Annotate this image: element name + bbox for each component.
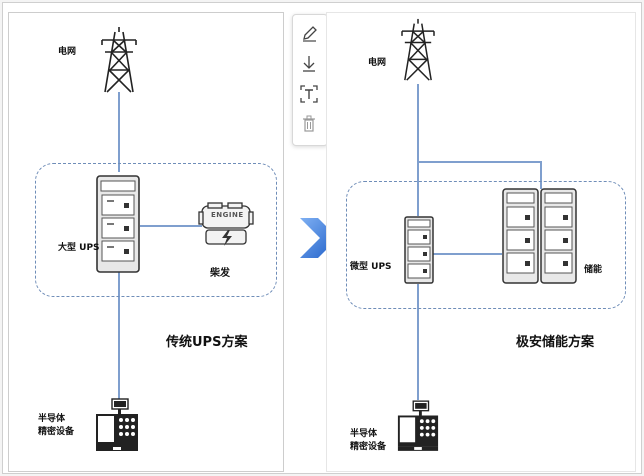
right-power-pylon-icon [398, 18, 438, 82]
traditional-ups-scheme-title: 传统UPS方案 [166, 335, 248, 350]
left-equipment-label-line1: 半导体 [38, 414, 66, 424]
diesel-generator-engine-icon: ENGINE [198, 202, 254, 250]
text-recognition-icon[interactable] [296, 82, 322, 106]
right-grid-to-bus-line [417, 84, 419, 162]
left-power-pylon-icon [98, 26, 140, 94]
micro-ups-cabinet-icon [404, 216, 434, 284]
engine-text: ENGINE [211, 211, 244, 219]
left-power-group-outline [35, 163, 277, 297]
right-bus-to-ups-line [417, 161, 419, 216]
left-precision-equipment-icon [94, 398, 140, 452]
delete-icon[interactable] [296, 112, 322, 136]
right-bus-to-storage-line [540, 161, 542, 189]
micro-ups-label: 微型 UPS [350, 262, 392, 272]
right-equipment-label-line2: 精密设备 [350, 442, 387, 452]
right-equipment-label-line1: 半导体 [350, 429, 378, 439]
left-ups-to-equipment-line [118, 272, 120, 402]
right-ups-to-storage-line [432, 253, 502, 255]
download-icon[interactable] [296, 52, 322, 76]
edit-icon[interactable] [296, 22, 322, 46]
energy-storage-label: 储能 [584, 265, 603, 275]
left-ups-to-generator-line [140, 225, 202, 227]
diesel-generator-label: 柴发 [210, 268, 230, 279]
right-bus-line [417, 161, 541, 163]
energy-storage-cabinets-icon [502, 188, 578, 284]
right-ups-to-equipment-line [417, 284, 419, 400]
energy-storage-panel [326, 12, 636, 472]
right-precision-equipment-icon [396, 400, 440, 452]
large-ups-cabinet-icon [96, 175, 140, 273]
left-grid-to-ups-line [118, 92, 120, 172]
energy-storage-scheme-title: 极安储能方案 [516, 335, 595, 350]
right-power-group-outline [346, 181, 626, 309]
right-grid-label: 电网 [368, 58, 387, 68]
left-equipment-label-line2: 精密设备 [38, 427, 75, 437]
large-ups-label: 大型 UPS [58, 243, 100, 253]
left-grid-label: 电网 [58, 47, 77, 57]
